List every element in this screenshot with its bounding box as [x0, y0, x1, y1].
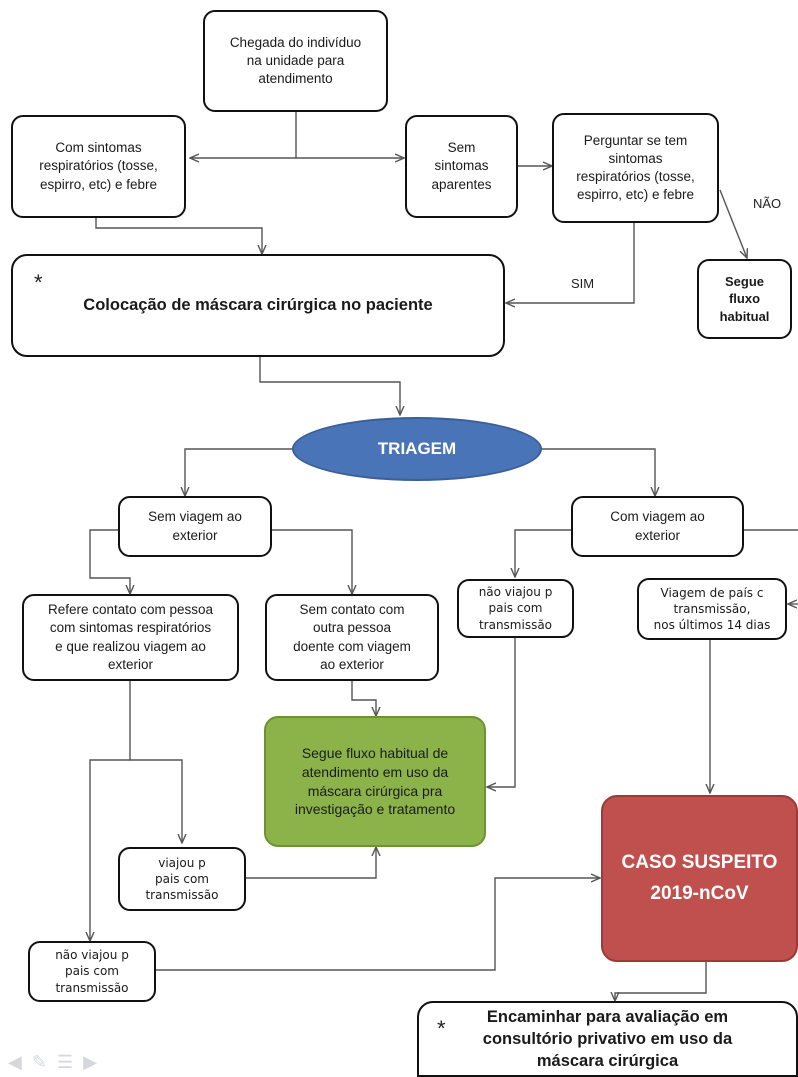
mask-text: Colocação de máscara cirúrgica no pacien… — [83, 296, 433, 315]
ask-symptoms-box: Perguntar se tem sintomas respiratórios … — [552, 113, 719, 223]
no-label: NÃO — [753, 196, 782, 211]
not-traveled-top-box: não viajou p pais com transmissão — [457, 579, 574, 638]
yes-label: SIM — [571, 276, 595, 291]
no-contact-box: Sem contato com outra pessoa doente com … — [265, 594, 439, 681]
usual-mask-box: Segue fluxo habitual de atendimento em u… — [264, 716, 486, 847]
mask-box: Colocação de máscara cirúrgica no pacien… — [11, 254, 505, 357]
with-travel-box: Com viagem ao exterior — [571, 496, 744, 557]
menu-icon[interactable]: ☰ — [56, 1052, 74, 1072]
prev-arrow-icon[interactable]: ◀ — [8, 1052, 22, 1072]
not-traveled-bottom-box: não viajou p pais com transmissão — [28, 941, 156, 1002]
with-symptoms-box: Com sintomas respiratórios (tosse, espir… — [11, 115, 186, 218]
traveled-mid-box: viajou p pais com transmissão — [118, 847, 246, 911]
no-travel-box: Sem viagem ao exterior — [118, 496, 272, 557]
contact-box: Refere contato com pessoa com sintomas r… — [22, 594, 239, 681]
refer-asterisk: * — [437, 1016, 446, 1041]
suspect-box: CASO SUSPEITO 2019-nCoV — [601, 795, 798, 962]
refer-text: Encaminhar para avaliação em consultório… — [482, 1007, 733, 1071]
refer-box: Encaminhar para avaliação em consultório… — [417, 1001, 798, 1077]
next-arrow-icon[interactable]: ▶ — [83, 1052, 97, 1072]
triage-oval: TRIAGEM — [292, 417, 542, 481]
pen-icon[interactable]: ✎ — [31, 1052, 47, 1072]
mask-asterisk: * — [34, 270, 43, 295]
traveled-transmission-box: Viagem de país c transmissão, nos último… — [637, 578, 787, 640]
slide-nav-bar: ◀ ✎ ☰ ▶ — [8, 1052, 97, 1073]
no-symptoms-box: Sem sintomas aparentes — [405, 115, 518, 218]
usual-flow-box: Segue fluxo habitual — [697, 259, 792, 339]
start-box: Chegada do indivíduo na unidade para ate… — [203, 10, 388, 112]
